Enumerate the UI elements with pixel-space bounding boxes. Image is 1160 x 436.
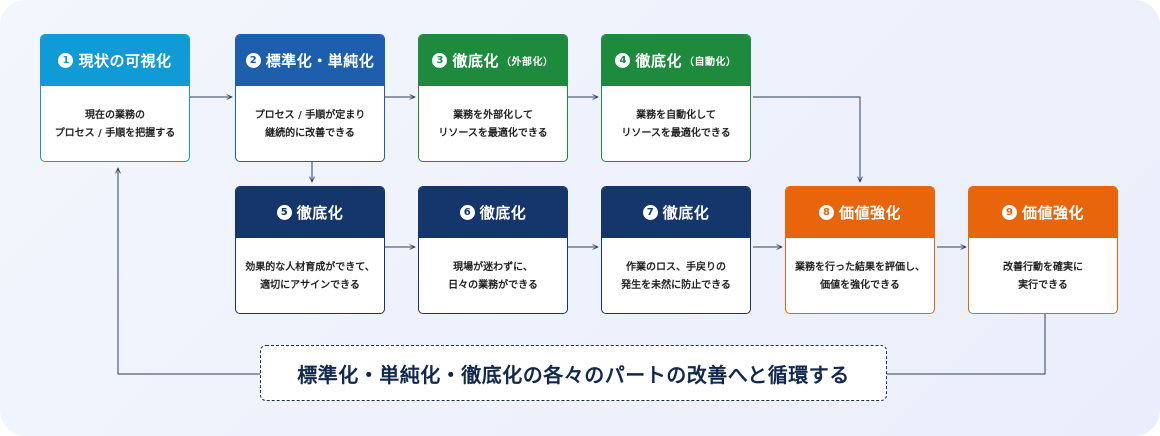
step-header: 7 徹底化 <box>602 187 750 238</box>
step-description: プロセス / 手順が定まり 継続的に改善できる <box>254 109 366 139</box>
step-subtitle: （外部化） <box>501 57 554 68</box>
step-description: 現場が迷わずに、 日々の業務ができる <box>448 261 538 291</box>
step-card-8: 8 価値強化業務を行った結果を評価し、 価値を強化できる <box>785 186 935 314</box>
loop-from-9 <box>887 313 1046 375</box>
step-title: 価値強化 <box>838 204 901 222</box>
step-card-2: 2 標準化・単純化プロセス / 手順が定まり 継続的に改善できる <box>235 34 385 162</box>
step-description: 現在の業務の プロセス / 手順を把握する <box>54 109 176 139</box>
loop-to-1 <box>118 168 260 375</box>
step-header: 4 徹底化（自動化） <box>602 35 750 86</box>
step-title: 徹底化 <box>296 204 344 222</box>
step-card-1: 1 現状の可視化現在の業務の プロセス / 手順を把握する <box>40 34 190 162</box>
step-title: 徹底化 <box>662 204 710 222</box>
step-title: 現状の可視化 <box>78 52 172 70</box>
step-header: 3 徹底化（外部化） <box>419 35 567 86</box>
step-header: 1 現状の可視化 <box>41 35 189 86</box>
cycle-banner-text: 標準化・単純化・徹底化の各々のパートの改善へと循環する <box>297 362 850 387</box>
step-title: 価値強化 <box>1021 204 1084 222</box>
step-description: 業務を外部化して リソースを最適化できる <box>438 109 548 139</box>
step-number-badge: 9 <box>1001 205 1017 220</box>
step-number-badge: 4 <box>615 53 631 68</box>
step-title: 標準化・単純化 <box>265 52 375 70</box>
step-number-badge: 1 <box>58 53 74 68</box>
step-header: 2 標準化・単純化 <box>236 35 384 86</box>
step-card-5: 5 徹底化効果的な人材育成ができて、 適切にアサインできる <box>235 186 385 314</box>
step-number-badge: 7 <box>642 205 658 220</box>
step-number-badge: 8 <box>818 205 834 220</box>
step-card-6: 6 徹底化現場が迷わずに、 日々の業務ができる <box>418 186 568 314</box>
step-number-badge: 6 <box>459 205 475 220</box>
step-card-9: 9 価値強化改善行動を確実に 実行できる <box>968 186 1118 314</box>
arrow-4-to-8 <box>753 96 860 182</box>
step-title: 徹底化 <box>452 52 499 70</box>
step-card-7: 7 徹底化作業のロス、手戻りの 発生を未然に防止できる <box>601 186 751 314</box>
step-header: 6 徹底化 <box>419 187 567 238</box>
cycle-banner: 標準化・単純化・徹底化の各々のパートの改善へと循環する <box>260 345 887 401</box>
step-description: 作業のロス、手戻りの 発生を未然に防止できる <box>621 261 731 291</box>
step-description: 業務を自動化して リソースを最適化できる <box>621 109 731 139</box>
step-card-3: 3 徹底化（外部化） 業務を外部化して リソースを最適化できる <box>418 34 568 162</box>
step-title: 徹底化 <box>635 52 682 70</box>
step-header: 9 価値強化 <box>969 187 1117 238</box>
step-description: 改善行動を確実に 実行できる <box>1003 261 1083 291</box>
step-number-badge: 2 <box>245 53 261 68</box>
step-title: 徹底化 <box>479 204 527 222</box>
step-header: 8 価値強化 <box>786 187 934 238</box>
step-number-badge: 5 <box>276 205 292 220</box>
step-description: 効果的な人材育成ができて、 適切にアサインできる <box>245 261 375 291</box>
step-card-4: 4 徹底化（自動化） 業務を自動化して リソースを最適化できる <box>601 34 751 162</box>
step-description: 業務を行った結果を評価し、 価値を強化できる <box>795 261 925 291</box>
step-number-badge: 3 <box>432 53 448 68</box>
step-header: 5 徹底化 <box>236 187 384 238</box>
step-subtitle: （自動化） <box>684 57 737 68</box>
